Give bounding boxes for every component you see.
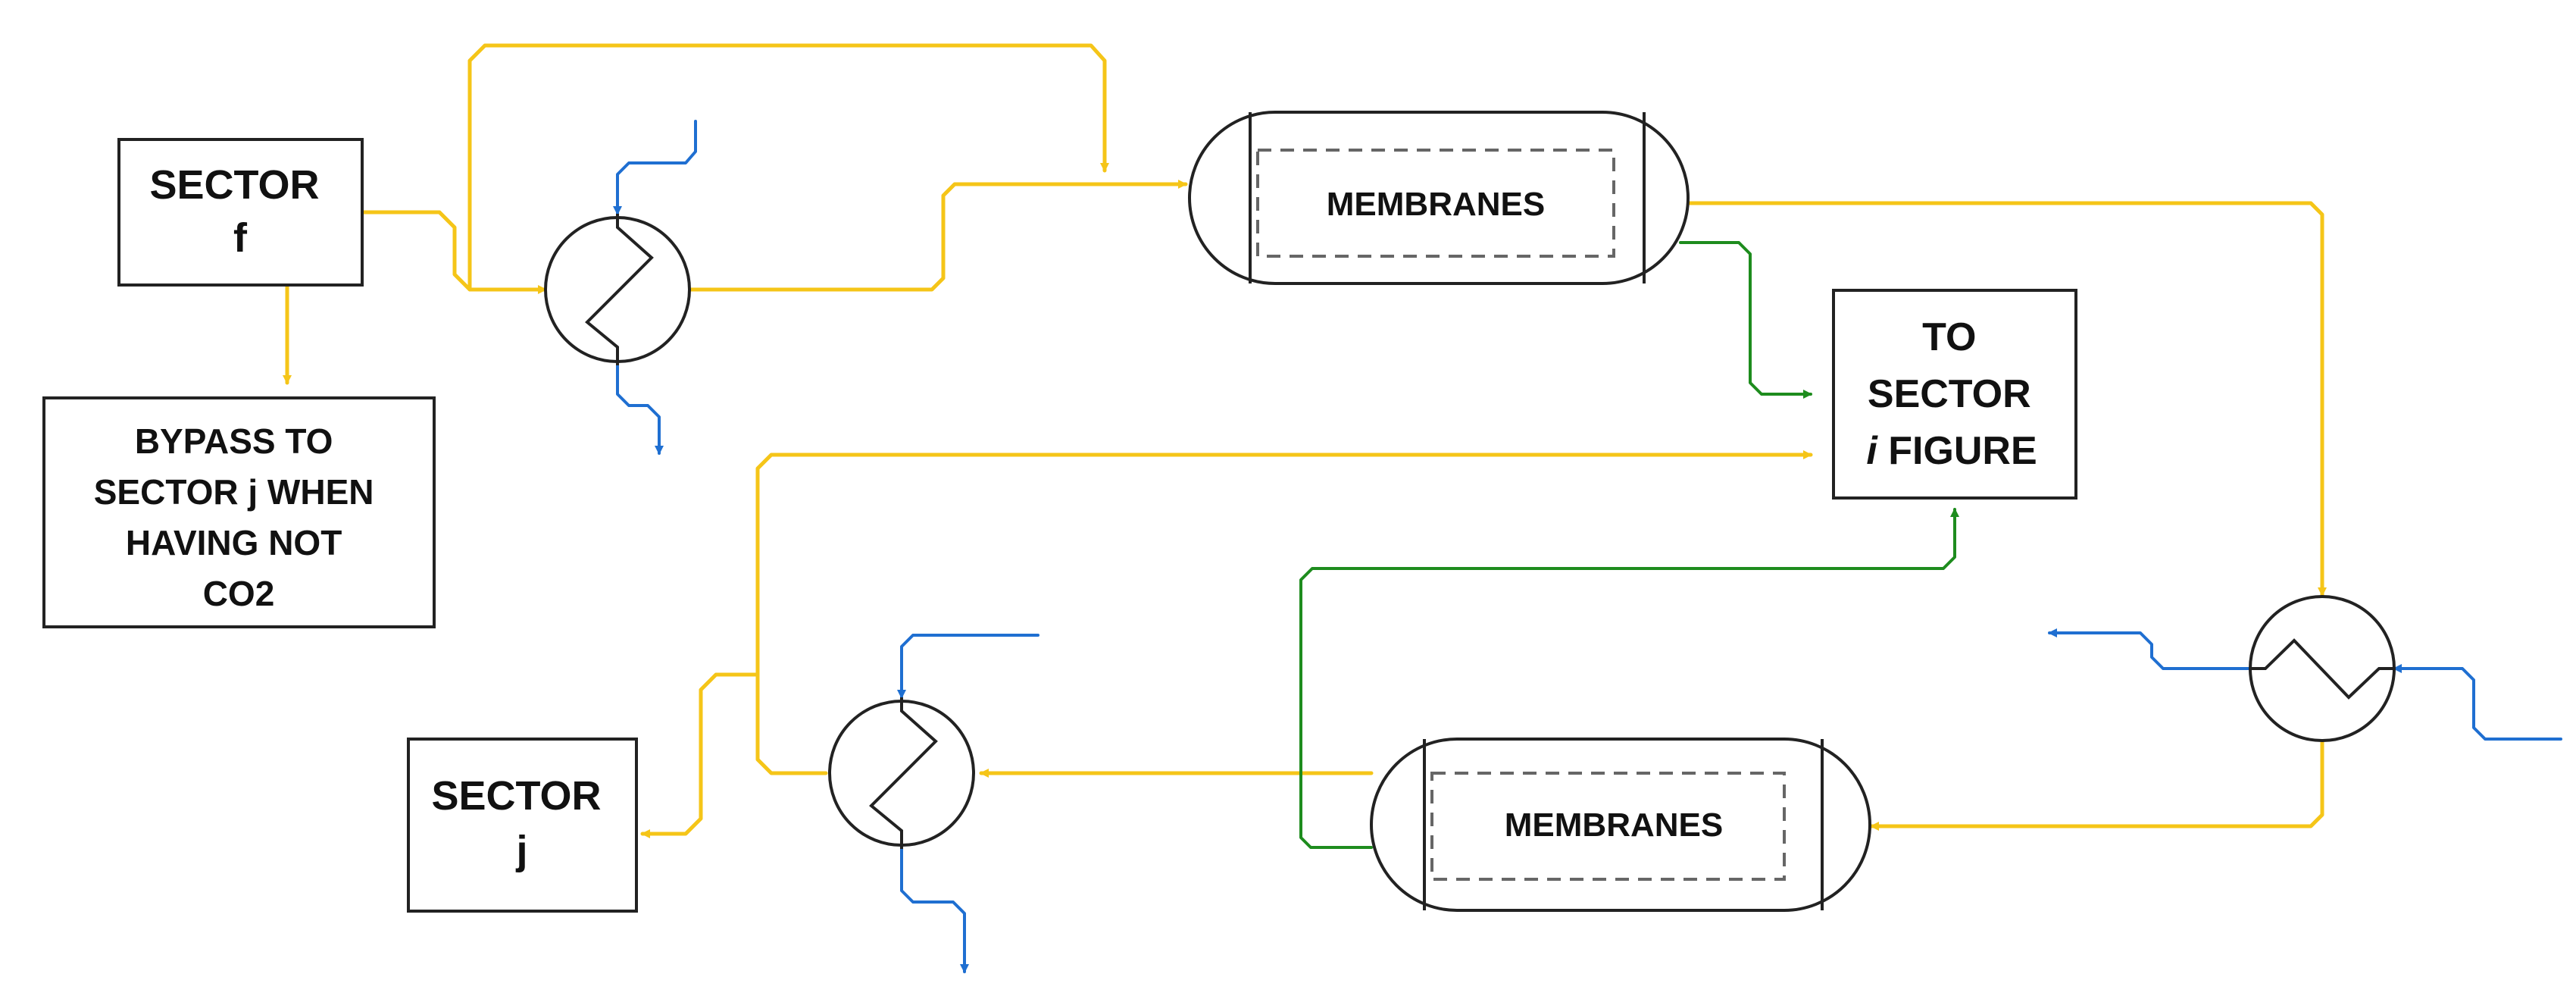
membranes-top-vessel: MEMBRANES — [1188, 111, 1690, 285]
to-sector-line3-rest: FIGURE — [1877, 429, 2037, 473]
svg-text:BYPASS TO SECTOR j WHEN: BYPASS TO SECTOR j WHEN HAVING NOT CO2 — [94, 421, 384, 613]
stream-sector-f-to-hx1 — [360, 210, 548, 294]
sector-j-line2: j — [515, 828, 527, 873]
to-sector-line2: SECTOR — [1868, 372, 2031, 416]
membranes-top-dashed — [1256, 149, 1615, 258]
heat-exchanger-1-icon — [544, 214, 691, 365]
cooling-in-hx3 — [897, 634, 1039, 699]
sector-f-line1: SECTOR — [149, 162, 319, 208]
cooling-out-hx3 — [900, 847, 969, 973]
cooling-in-hx1 — [613, 120, 697, 215]
permeate-top-membranes-to-to-sector — [1679, 241, 1812, 399]
stream-hx3-to-to-sector — [755, 450, 1813, 775]
heat-exchanger-2-icon — [2249, 595, 2396, 742]
sector-f-box — [117, 138, 364, 287]
bypass-line1: BYPASS TO — [135, 421, 333, 461]
stream-membranes-to-hx2 — [1686, 201, 2327, 597]
sector-j-box — [407, 738, 638, 913]
bypass-line4: CO2 — [203, 574, 275, 613]
permeate-bottom-membranes-to-to-sector — [1299, 508, 1959, 849]
heat-exchanger-3-icon — [828, 697, 975, 849]
membranes-bottom-label: MEMBRANES — [1505, 807, 1723, 844]
sector-j-line1: SECTOR — [431, 773, 601, 819]
membranes-bottom-dashed — [1430, 772, 1786, 881]
cooling-out-hx1 — [616, 362, 664, 455]
stream-junction-to-sector-j — [640, 672, 760, 838]
svg-text:SECTOR j: SECTOR j — [431, 773, 612, 873]
to-sector-box — [1832, 289, 2077, 500]
bypass-line3: HAVING NOT — [126, 523, 342, 562]
stream-hx2-to-bottom-membranes — [1869, 733, 2324, 831]
bypass-line2: SECTOR j WHEN — [94, 472, 374, 512]
sector-f-line2: f — [233, 215, 248, 261]
stream-bypass-top — [467, 43, 1109, 292]
bypass-box — [42, 396, 436, 628]
svg-text:TO SECTOR i FIGURE: TO SECTOR i FIGURE — [1866, 315, 2042, 473]
membranes-top-label: MEMBRANES — [1327, 186, 1545, 223]
cooling-in-hx2 — [2393, 664, 2562, 741]
cooling-out-hx2 — [2048, 628, 2252, 670]
to-sector-line1: TO — [1922, 315, 1976, 359]
svg-text:SECTOR f: SECTOR f — [149, 162, 330, 261]
stream-hx1-to-membranes — [686, 180, 1188, 292]
membranes-bottom-vessel: MEMBRANES — [1370, 738, 1871, 912]
to-sector-line3-italic: i — [1866, 429, 1878, 473]
